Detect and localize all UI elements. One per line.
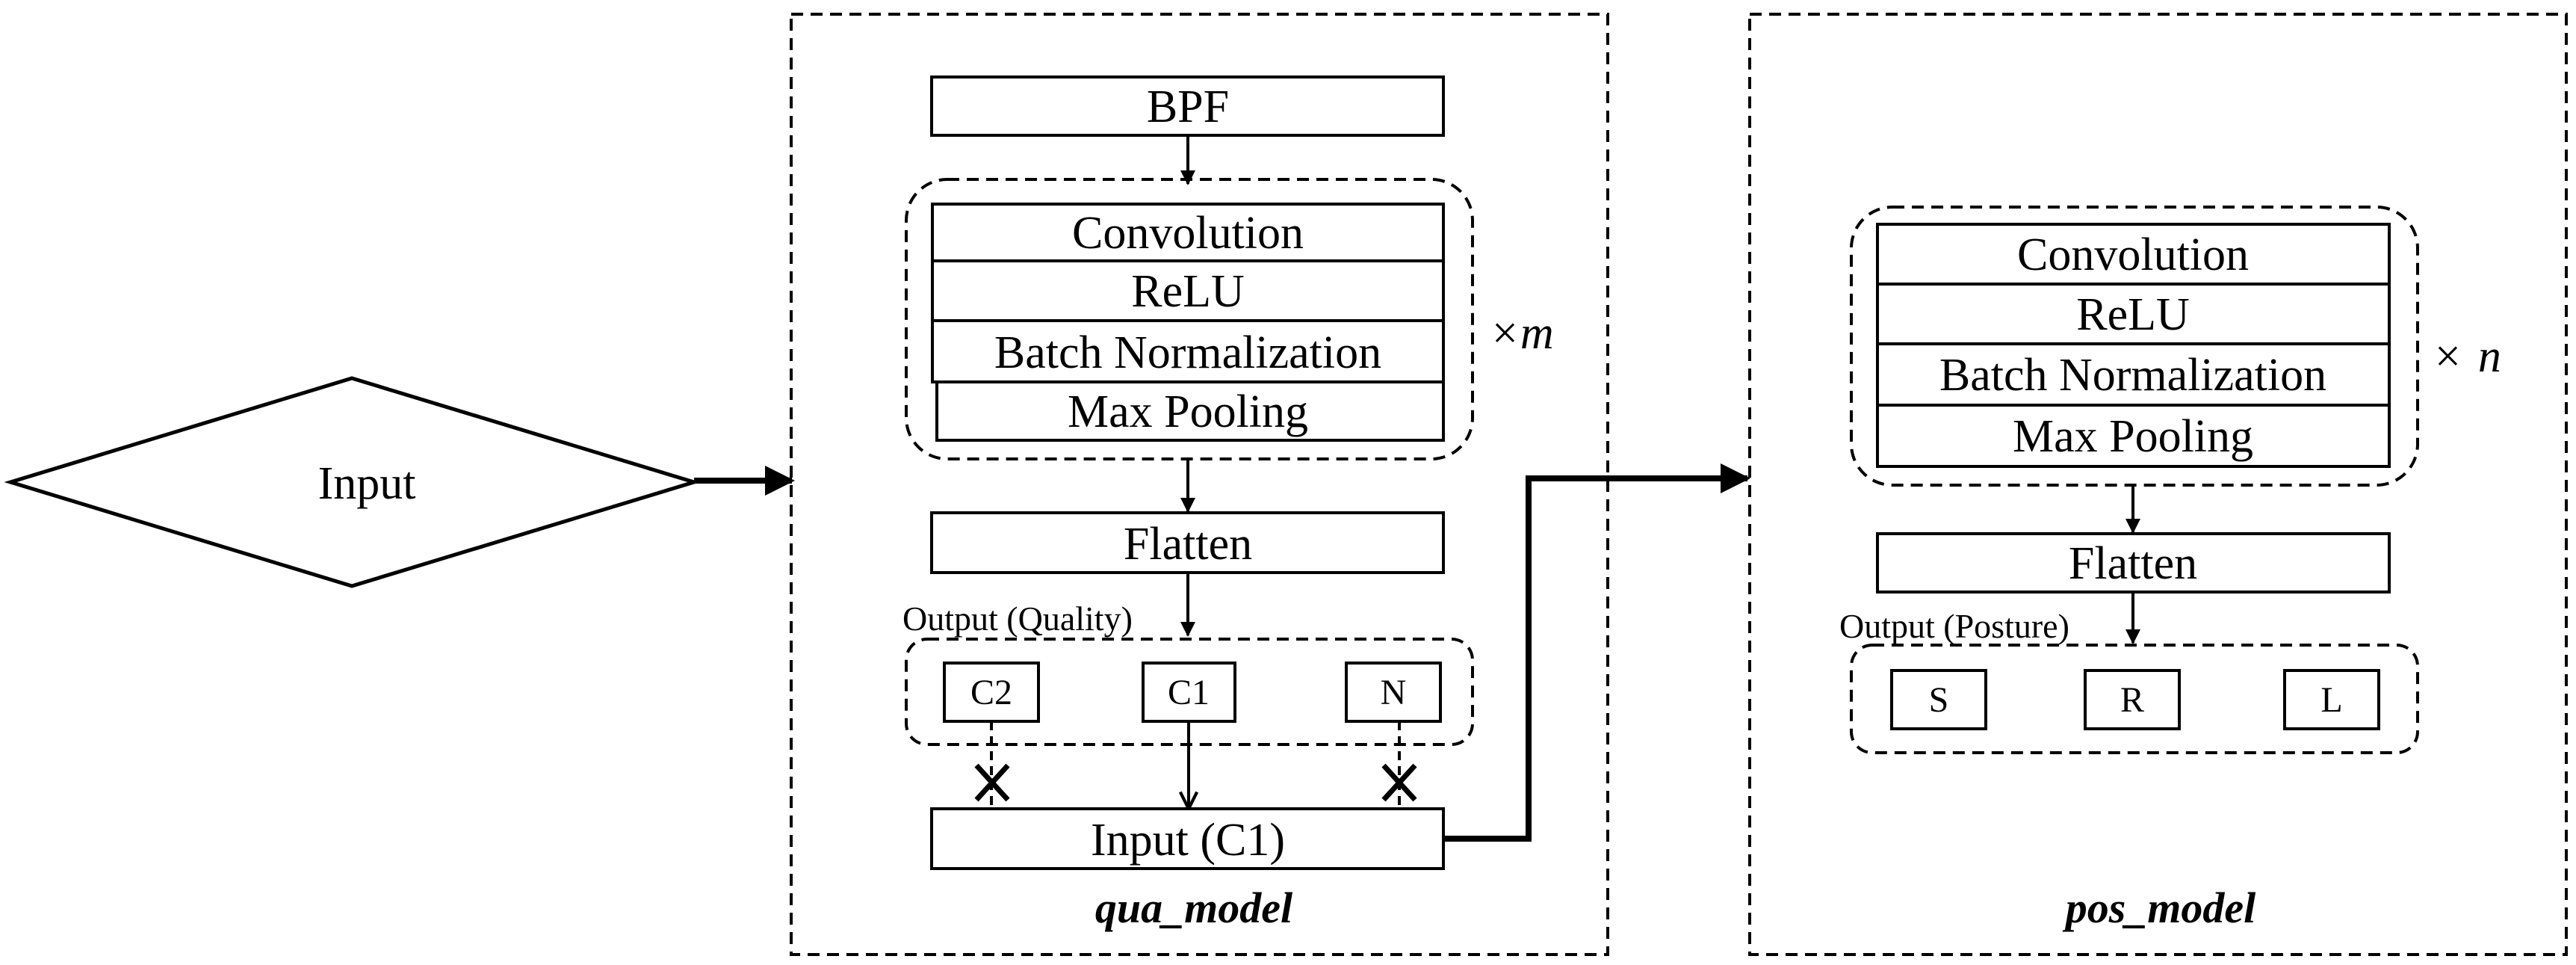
input-c1-label: Input (C1) [1091, 815, 1285, 866]
class-s-label: S [1929, 680, 1949, 720]
qua-output-classes: C2 C1 N [943, 662, 1442, 723]
pos-model-border [1748, 13, 2568, 956]
qua-flatten-box [930, 511, 1445, 574]
qua-layer-relu [931, 259, 1445, 322]
pos-flatten-label: Flatten [2069, 538, 2197, 589]
qua-layer-maxpool-label: Max Pooling [1068, 386, 1308, 437]
qua-conv-layers: Convolution ReLU Batch Normalization Max… [931, 203, 1445, 442]
pos-layer-relu [1876, 283, 2391, 345]
input-label: Input [318, 458, 416, 509]
pos-layer-batchnorm-label: Batch Normalization [1939, 350, 2326, 401]
class-l-label: L [2320, 680, 2342, 720]
pos-model-panel: Convolution ReLU Batch Normalization Max… [1748, 13, 2568, 956]
pos-layer-convolution [1876, 223, 2391, 286]
bpf-box [930, 75, 1445, 137]
pos-model-title: pos_model [2062, 884, 2256, 932]
pos-output-block-border [1850, 644, 2419, 754]
class-n-box [1345, 662, 1442, 723]
pos-layer-maxpool-label: Max Pooling [2013, 411, 2253, 462]
bpf-label: BPF [1147, 81, 1229, 132]
class-c1-label: C1 [1168, 673, 1210, 712]
qua-repeat-label: ×m [1489, 308, 1554, 359]
qua-model-border [790, 13, 1609, 956]
qua-output-label: Output (Quality) [902, 599, 1133, 638]
qua-layer-maxpool [935, 380, 1445, 442]
pos-layer-batchnorm [1876, 342, 2391, 407]
pos-layer-maxpool [1876, 404, 2391, 468]
class-c2-label: C2 [970, 673, 1012, 712]
qua-flatten-label: Flatten [1124, 519, 1252, 570]
pos-layer-relu-label: ReLU [2076, 289, 2190, 340]
qua-layer-batchnorm-label: Batch Normalization [994, 327, 1381, 378]
class-r-label: R [2120, 680, 2144, 720]
qua-layer-relu-label: ReLU [1131, 266, 1245, 317]
class-l-box [2283, 669, 2380, 730]
pos-output-label: Output (Posture) [1839, 607, 2069, 645]
class-r-box [2084, 669, 2181, 730]
qua-model-title: qua_model [1095, 884, 1293, 932]
input-node: Input [4, 376, 701, 588]
n-block-cross-icon [1381, 763, 1417, 802]
pos-layer-convolution-label: Convolution [2017, 229, 2249, 280]
pos-flatten-box [1876, 532, 2391, 594]
class-s-box [1890, 669, 1987, 730]
qua-to-pos-arrow [1443, 463, 1750, 842]
class-c1-box [1142, 662, 1236, 723]
pos-conv-layers: Convolution ReLU Batch Normalization Max… [1876, 223, 2391, 468]
pos-repeat-label: ×n [2432, 331, 2501, 382]
qua-layer-convolution-label: Convolution [1072, 208, 1304, 259]
input-c1-box [930, 807, 1445, 870]
pos-output-classes: S R L [1890, 669, 2380, 730]
class-n-label: N [1381, 673, 1407, 712]
qua-layer-batchnorm [931, 319, 1445, 383]
qua-layer-convolution [931, 203, 1445, 262]
class-c2-box [943, 662, 1040, 723]
qua-model-panel: BPF Convolution ReLU Batch Normalization… [790, 13, 1609, 956]
c2-block-cross-icon [974, 763, 1010, 802]
